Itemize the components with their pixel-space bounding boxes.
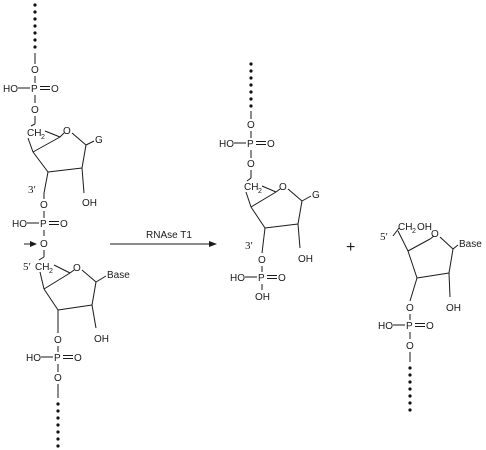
atom-phosphorus: P <box>31 84 38 95</box>
nucleobase: Base <box>459 239 482 250</box>
atom-oxygen: O <box>74 353 82 364</box>
ch2oh-subscript: 2 <box>412 228 416 235</box>
atom-oxygen: O <box>426 321 434 332</box>
atom-hydroxyl: HO <box>219 139 234 150</box>
hydroxyl-2prime: OH <box>298 254 313 265</box>
hydroxyl-2prime: OH <box>446 303 461 314</box>
left-upper-phosphate: O HO P O O <box>3 53 59 127</box>
atom-phosphorus: P <box>247 139 254 150</box>
carbon-3prime-label: 3′ <box>245 240 253 252</box>
reaction-arrowhead <box>209 241 217 247</box>
product2-bottom-chain-dots <box>408 366 412 412</box>
ch2-group: CH <box>27 128 41 139</box>
ch2oh-hydroxyl: OH <box>417 222 432 233</box>
atom-oxygen: O <box>60 219 68 230</box>
atom-phosphorus: P <box>40 219 47 230</box>
guanine-base: G <box>95 135 103 146</box>
carbon-3prime-label: 3′ <box>28 184 36 196</box>
carbon-5prime-label: 5′ <box>23 261 31 273</box>
atom-oxygen: O <box>247 159 255 170</box>
plus-sign: + <box>346 239 355 256</box>
nucleobase: Base <box>107 270 130 281</box>
atom-hydroxyl: HO <box>26 353 41 364</box>
ring-oxygen: O <box>279 182 287 193</box>
atom-oxygen: O <box>247 120 255 131</box>
ring-oxygen: O <box>73 263 81 274</box>
product-guanosine-3-phosphate: O HO P O O CH 2 O G OH 3′ O HO P <box>219 62 320 303</box>
ring-oxygen: O <box>63 126 71 137</box>
atom-oxygen: O <box>267 139 275 150</box>
carbon-5prime-label: 5′ <box>380 231 388 243</box>
atom-oxygen: O <box>258 255 266 266</box>
atom-phosphorus: P <box>54 353 61 364</box>
ch2-group: CH <box>35 262 49 273</box>
guanine-base: G <box>312 190 320 201</box>
atom-oxygen: O <box>31 65 39 76</box>
hydroxyl-2prime: OH <box>94 334 109 345</box>
left-lower-phosphate: O HO P O O <box>26 335 82 398</box>
product-5-hydroxyl-nucleoside: 5′ CH 2 OH O Base OH O HO P O O <box>378 222 482 412</box>
atom-hydroxyl: HO <box>3 84 18 95</box>
left-strand: O HO P O O CH 2 O G <box>3 3 130 448</box>
atom-hydroxyl: HO <box>378 321 393 332</box>
reaction-arrow-group: RNAse T1 <box>110 230 217 247</box>
ch2-group: CH <box>244 182 258 193</box>
atom-oxygen: O <box>278 273 286 284</box>
left-top-chain-dots <box>33 3 37 49</box>
atom-oxygen: O <box>40 239 48 250</box>
left-cleaved-phosphodiester: O HO P O O <box>12 193 68 261</box>
atom-oxygen: O <box>51 84 59 95</box>
atom-oxygen: O <box>40 200 48 211</box>
atom-hydroxyl: HO <box>230 273 245 284</box>
ch2-subscript: 2 <box>41 134 45 141</box>
atom-phosphorus: P <box>406 321 413 332</box>
cleavage-arrow <box>30 241 37 247</box>
atom-hydroxyl: HO <box>12 219 27 230</box>
ch2-subscript: 2 <box>258 188 262 195</box>
left-guanosine-sugar: CH 2 O G OH 3′ <box>27 126 103 209</box>
atom-oxygen: O <box>406 341 414 352</box>
ch2oh-group: CH <box>398 222 412 233</box>
atom-hydroxyl: OH <box>255 292 270 303</box>
atom-oxygen: O <box>406 303 414 314</box>
atom-phosphorus: P <box>258 273 265 284</box>
enzyme-label: RNAse T1 <box>146 230 192 241</box>
left-bottom-chain-dots <box>56 402 60 448</box>
atom-oxygen: O <box>31 105 39 116</box>
hydroxyl-2prime: OH <box>82 198 97 209</box>
left-base-sugar: 5′ CH 2 O Base OH <box>23 261 130 345</box>
product1-top-chain-dots <box>249 62 253 108</box>
atom-oxygen: O <box>54 335 62 346</box>
atom-oxygen: O <box>54 373 62 384</box>
ch2-subscript: 2 <box>49 268 53 275</box>
ring-oxygen: O <box>431 229 439 240</box>
